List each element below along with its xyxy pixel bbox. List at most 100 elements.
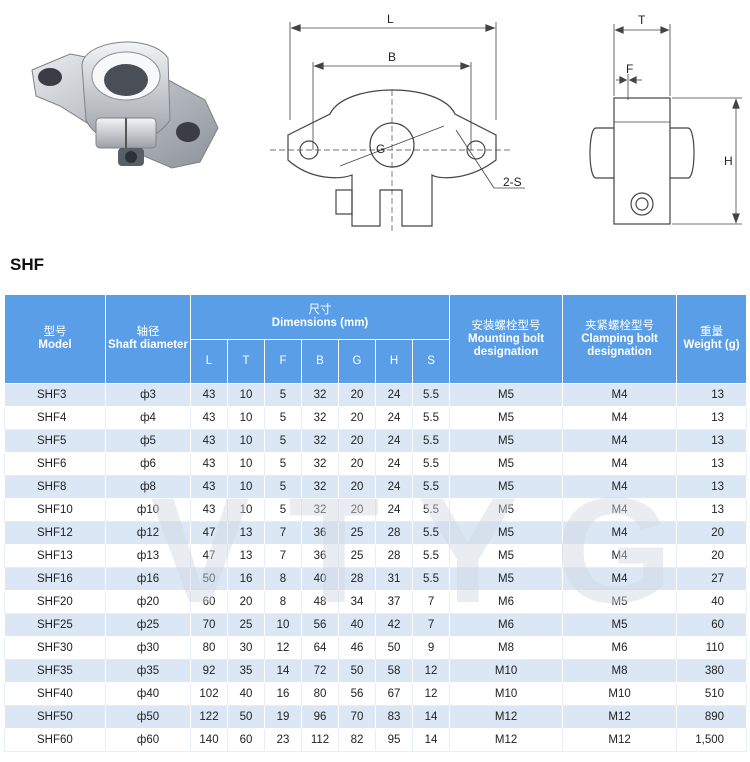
table-cell: 43 (190, 498, 228, 522)
table-cell: 56 (301, 613, 339, 637)
table-cell: 102 (190, 682, 228, 706)
table-cell: M5 (562, 613, 678, 637)
header-dim-F: F (264, 339, 302, 384)
table-cell: 82 (338, 728, 376, 752)
table-cell: 23 (264, 728, 302, 752)
table-cell: 67 (375, 682, 413, 706)
table-cell: 16 (264, 682, 302, 706)
table-cell: SHF16 (4, 567, 106, 591)
table-cell: 24 (375, 498, 413, 522)
table-cell: 5.5 (411, 383, 451, 407)
table-cell: 40 (301, 567, 339, 591)
table-cell: ф40 (105, 682, 191, 706)
table-cell: 24 (375, 406, 413, 430)
table-cell: M4 (562, 521, 678, 545)
table-cell: SHF30 (4, 636, 106, 660)
table-cell: 10 (227, 383, 265, 407)
table-cell: M5 (449, 475, 564, 499)
table-cell: 20 (338, 498, 376, 522)
table-cell: 14 (411, 728, 451, 752)
table-cell: M5 (449, 498, 564, 522)
table-cell: 12 (411, 659, 451, 683)
table-cell: 28 (375, 521, 413, 545)
table-cell: ф13 (105, 544, 191, 568)
table-cell: 13 (227, 544, 265, 568)
table-cell: 122 (190, 705, 228, 729)
table-cell: M4 (562, 452, 678, 476)
table-cell: M5 (449, 429, 564, 453)
header-dim-B: B (301, 339, 339, 384)
table-cell: M10 (449, 682, 564, 706)
header-dim-T: T (227, 339, 265, 384)
table-cell: M8 (449, 636, 564, 660)
table-cell: 13 (676, 498, 748, 522)
table-cell: 32 (301, 475, 339, 499)
table-cell: 25 (338, 544, 376, 568)
table-cell: 20 (227, 590, 265, 614)
table-cell: 47 (190, 521, 228, 545)
table-cell: 5.5 (411, 521, 451, 545)
table-cell: 24 (375, 383, 413, 407)
table-cell: M6 (562, 636, 678, 660)
table-cell: M4 (562, 429, 678, 453)
table-cell: M5 (449, 406, 564, 430)
table-cell: 140 (190, 728, 228, 752)
table-cell: M4 (562, 383, 678, 407)
dim-label-L: L (387, 12, 394, 26)
table-cell: 24 (375, 429, 413, 453)
table-cell: 10 (227, 406, 265, 430)
dim-label-B: B (388, 50, 396, 64)
table-cell: SHF3 (4, 383, 106, 407)
table-cell: 25 (227, 613, 265, 637)
table-cell: 32 (301, 383, 339, 407)
table-cell: 32 (301, 452, 339, 476)
table-cell: M5 (449, 452, 564, 476)
table-cell: 25 (338, 521, 376, 545)
table-cell: ф20 (105, 590, 191, 614)
dim-label-2S: 2-S (503, 175, 522, 189)
table-cell: 14 (264, 659, 302, 683)
table-cell: ф5 (105, 429, 191, 453)
table-cell: 5.5 (411, 406, 451, 430)
table-cell: 110 (676, 636, 748, 660)
table-cell: 37 (375, 590, 413, 614)
header-dim-S: S (411, 339, 451, 384)
table-cell: ф60 (105, 728, 191, 752)
table-cell: M4 (562, 544, 678, 568)
table-cell: M4 (562, 475, 678, 499)
drawings-area: L B G 2-S (0, 0, 750, 250)
table-cell: ф4 (105, 406, 191, 430)
table-cell: ф25 (105, 613, 191, 637)
table-cell: 36 (301, 521, 339, 545)
table-cell: 60 (190, 590, 228, 614)
table-cell: 35 (227, 659, 265, 683)
table-cell: 5 (264, 475, 302, 499)
table-cell: 13 (676, 406, 748, 430)
table-cell: 10 (227, 452, 265, 476)
table-cell: 70 (190, 613, 228, 637)
table-cell: 20 (676, 521, 748, 545)
table-cell: 43 (190, 383, 228, 407)
table-cell: SHF20 (4, 590, 106, 614)
table-cell: 5 (264, 429, 302, 453)
table-cell: ф3 (105, 383, 191, 407)
table-cell: 8 (264, 567, 302, 591)
table-cell: M12 (449, 728, 564, 752)
table-cell: M5 (449, 544, 564, 568)
table-cell: 10 (227, 475, 265, 499)
table-cell: ф50 (105, 705, 191, 729)
table-cell: 10 (227, 498, 265, 522)
table-cell: 46 (338, 636, 376, 660)
table-cell: 10 (227, 429, 265, 453)
table-cell: 43 (190, 429, 228, 453)
table-cell: 380 (676, 659, 748, 683)
